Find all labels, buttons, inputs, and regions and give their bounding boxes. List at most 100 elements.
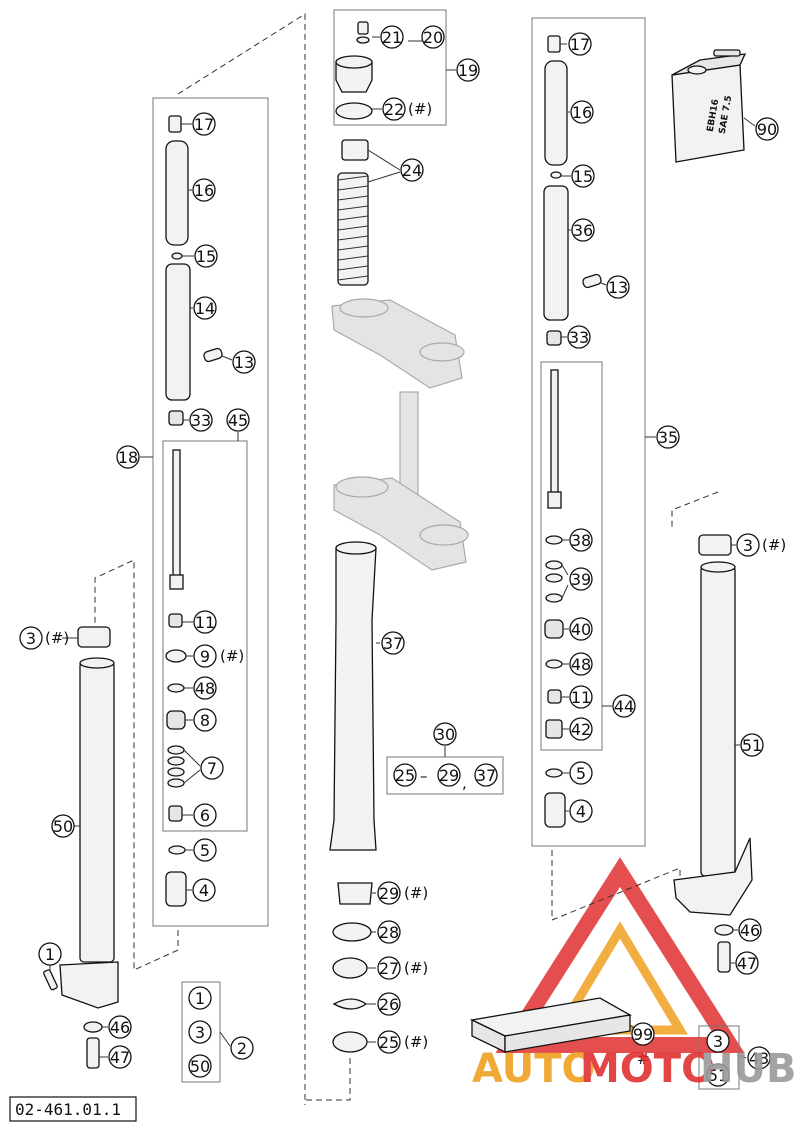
part-7d [167, 778, 185, 788]
callout-11-left: 11 [193, 610, 217, 634]
callout-number: 3 [743, 536, 753, 555]
callout-8: 8 [193, 708, 217, 732]
callout-26: 26 [377, 992, 401, 1016]
callout-19: 19 [456, 58, 480, 82]
part-35-tip [547, 491, 562, 509]
callout-number: 21 [382, 28, 402, 47]
lower-clamp-hole-b [419, 524, 469, 546]
callout-47-left: 47 [108, 1045, 132, 1069]
callout-46-right: 46 [738, 918, 762, 942]
part-39c [545, 593, 563, 603]
part-50-axle-clamp [59, 961, 119, 1009]
part-29 [337, 882, 373, 905]
part-4-left [165, 871, 187, 907]
callout-28: 28 [377, 920, 401, 944]
note-hash-3-left: (#) [45, 629, 69, 647]
callout-39: 39 [569, 567, 593, 591]
part-9 [165, 649, 187, 663]
callout-6: 6 [193, 803, 217, 827]
callout-number: 1 [45, 945, 55, 964]
callout-number: 35 [658, 428, 678, 447]
callout-number: 37 [476, 766, 496, 785]
part-38 [545, 535, 563, 545]
callout-number: 45 [228, 411, 248, 430]
callout-number: 99 [633, 1025, 653, 1044]
callout-number: 30 [435, 725, 455, 744]
callout-99: 99 [631, 1022, 655, 1046]
callout-14: 14 [193, 296, 217, 320]
centre-parts [329, 21, 469, 1053]
part-36 [543, 185, 569, 321]
callout-number: 16 [194, 181, 214, 200]
part-35-rod [550, 369, 559, 497]
callout-number: 8 [200, 711, 210, 730]
callout-50: 50 [51, 814, 75, 838]
part-7a [167, 745, 185, 755]
upper-clamp-hole-a [339, 298, 389, 318]
part-3-nut-left [77, 626, 111, 648]
reference-code: 02-461.01.1 [9, 1096, 137, 1122]
callout-number: 50 [190, 1057, 210, 1076]
watermark-triangle-outer [495, 857, 745, 1053]
callout-25: 25 [377, 1030, 401, 1054]
callout-number: 24 [402, 161, 422, 180]
callout-16-right: 16 [570, 100, 594, 124]
callout-number: 11 [571, 688, 591, 707]
part-45-rod [172, 449, 181, 579]
callout-7: 7 [200, 756, 224, 780]
group-box-19 [333, 9, 447, 126]
part-16-right [544, 60, 568, 166]
note-hash-9: (#) [220, 647, 244, 665]
set-dash: – [420, 767, 428, 785]
callout-number: 17 [570, 35, 590, 54]
part-5-right [545, 768, 563, 778]
part-24-spring [337, 172, 369, 286]
callout-number: 36 [573, 221, 593, 240]
callout-5-right: 5 [569, 761, 593, 785]
part-19-cap-top [335, 55, 373, 69]
callout-number: 48 [571, 655, 591, 674]
callout-24: 24 [400, 158, 424, 182]
callout-number: 44 [614, 697, 634, 716]
part-40 [544, 619, 564, 639]
callout-number: 29 [379, 884, 399, 903]
callout-5-left: 5 [193, 838, 217, 862]
callout-number: 46 [740, 921, 760, 940]
callout-number: 1 [195, 989, 205, 1008]
callout-13-right: 13 [606, 275, 630, 299]
kit-box-99 [469, 997, 632, 1054]
callout-number: 48 [195, 679, 215, 698]
callout-number: 13 [234, 353, 254, 372]
callout-number: 42 [571, 720, 591, 739]
note-hash-22: (#) [408, 100, 432, 118]
callout-16-left: 16 [192, 178, 216, 202]
callout-number: 22 [384, 100, 404, 119]
callout-4-right: 4 [569, 799, 593, 823]
callout-2: 2 [230, 1036, 254, 1060]
part-42 [545, 719, 563, 739]
right-cartridge-parts [543, 35, 602, 828]
callout-3-left: 3 [19, 626, 43, 650]
callout-9: 9 [193, 644, 217, 668]
callout-47-right: 47 [735, 951, 759, 975]
callout-3-right: 3 [736, 533, 760, 557]
callout-number: 13 [608, 278, 628, 297]
callout-4-left: 4 [192, 878, 216, 902]
reference-code-box [9, 1096, 137, 1122]
kit-callout-51: 51 [706, 1063, 730, 1087]
part-7c [167, 767, 185, 777]
callout-number: 15 [196, 247, 216, 266]
part-50-tube [79, 661, 115, 963]
upper-triple-clamp [331, 299, 463, 389]
callout-number: 3 [26, 629, 36, 648]
set-callout-25: 25 [393, 763, 417, 787]
set-callout-37: 37 [474, 763, 498, 787]
part-47-right [717, 941, 731, 973]
group-box-44 [540, 361, 603, 751]
callout-number: 47 [110, 1048, 130, 1067]
oil-can-spout [687, 65, 707, 75]
callout-number: 46 [110, 1018, 130, 1037]
part-45-tip [169, 574, 184, 590]
callout-number: 40 [571, 620, 591, 639]
